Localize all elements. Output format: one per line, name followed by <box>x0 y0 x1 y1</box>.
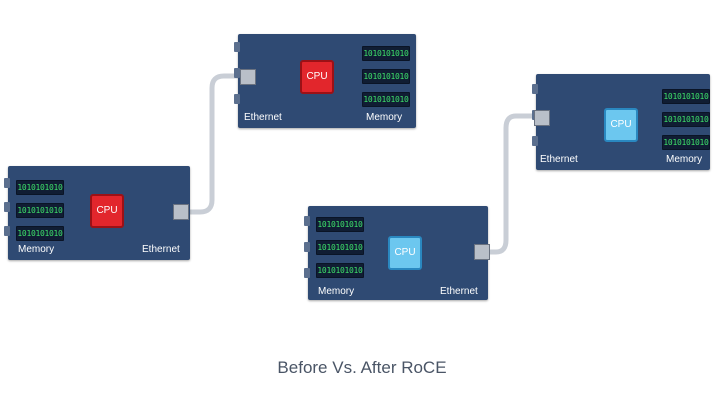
memory-label: Memory <box>318 286 355 297</box>
ethernet-label: Ethernet <box>540 154 578 165</box>
before-server-a: 1010101010 1010101010 1010101010 CPU Mem… <box>4 166 190 260</box>
slot <box>4 178 10 188</box>
memory-module: 1010101010 <box>362 92 410 107</box>
before-server-b: CPU 1010101010 1010101010 1010101010 Eth… <box>234 34 416 128</box>
ethernet-label: Ethernet <box>142 244 180 255</box>
memory-module: 1010101010 <box>16 180 64 195</box>
memory-module: 1010101010 <box>316 217 364 232</box>
slot <box>234 42 240 52</box>
slot <box>234 68 240 78</box>
diagram-caption: Before Vs. After RoCE <box>277 358 447 377</box>
memory-module: 1010101010 <box>362 46 410 61</box>
memory-module: 1010101010 <box>16 203 64 218</box>
before-ethernet-cable <box>190 73 250 215</box>
cpu-chip: CPU <box>300 60 334 94</box>
slot <box>304 268 310 278</box>
after-ethernet-cable <box>488 113 534 255</box>
ethernet-port <box>240 69 256 85</box>
ethernet-label: Ethernet <box>244 112 282 123</box>
ethernet-port <box>474 244 490 260</box>
cpu-chip: CPU <box>90 194 124 228</box>
memory-module: 1010101010 <box>316 263 364 278</box>
slot <box>304 242 310 252</box>
memory-module: 1010101010 <box>662 135 710 150</box>
memory-module: 1010101010 <box>662 112 710 127</box>
memory-label: Memory <box>666 154 703 165</box>
memory-module: 1010101010 <box>316 240 364 255</box>
ethernet-label: Ethernet <box>440 286 478 297</box>
after-server-b: CPU 1010101010 1010101010 1010101010 Eth… <box>532 74 710 170</box>
slot <box>532 84 538 94</box>
slot <box>4 226 10 236</box>
slot <box>234 94 240 104</box>
memory-label: Memory <box>366 112 403 123</box>
ethernet-port <box>173 204 189 220</box>
ethernet-port <box>534 110 550 126</box>
cpu-chip: CPU <box>604 108 638 142</box>
slot <box>304 216 310 226</box>
memory-module: 1010101010 <box>16 226 64 241</box>
slot <box>4 202 10 212</box>
memory-module: 1010101010 <box>662 89 710 104</box>
slot <box>532 136 538 146</box>
after-server-a: 1010101010 1010101010 1010101010 CPU Mem… <box>304 206 490 300</box>
memory-module: 1010101010 <box>362 69 410 84</box>
memory-label: Memory <box>18 244 55 255</box>
cpu-chip: CPU <box>388 236 422 270</box>
